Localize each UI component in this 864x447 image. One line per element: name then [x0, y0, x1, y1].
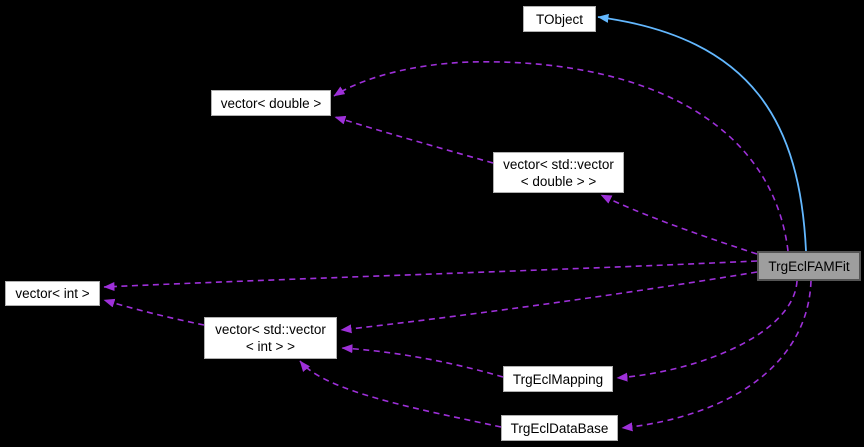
- edge-trgecldatabase-to-vector-vector-int: [299, 360, 502, 428]
- node-vector-vector-int-label: vector< std::vector < int > >: [215, 322, 326, 354]
- node-tobject[interactable]: TObject: [523, 6, 596, 32]
- node-trgeclmapping[interactable]: TrgEclMapping: [503, 366, 613, 392]
- edge-trgeclmapping-to-vector-vector-int: [341, 344, 504, 378]
- node-trgecldatabase-label: TrgEclDataBase: [510, 420, 609, 436]
- edge-trgeclfamfit-to-tobject: [597, 13, 807, 252]
- node-vector-vector-double[interactable]: vector< std::vector < double > >: [493, 152, 624, 193]
- node-trgeclfamfit-current: TrgEclFAMFit: [757, 251, 861, 281]
- node-vector-double-label: vector< double >: [220, 95, 322, 111]
- node-vector-double[interactable]: vector< double >: [211, 90, 331, 116]
- node-vector-int-label: vector< int >: [15, 286, 90, 301]
- edge-trgeclfamfit-to-vector-vector-int: [340, 271, 758, 334]
- node-trgeclmapping-label: TrgEclMapping: [512, 371, 604, 387]
- edge-trgeclfamfit-to-trgecldatabase: [621, 280, 812, 432]
- node-vector-vector-double-label: vector< std::vector < double > >: [503, 156, 614, 189]
- node-trgecldatabase[interactable]: TrgEclDataBase: [501, 415, 618, 441]
- edge-vector-vector-int-to-vector-int: [103, 298, 205, 326]
- node-trgeclfamfit-label: TrgEclFAMFit: [768, 258, 850, 274]
- node-vector-int[interactable]: vector< int >: [5, 281, 100, 306]
- node-vector-vector-int[interactable]: vector< std::vector < int > >: [204, 317, 337, 359]
- edge-trgeclfamfit-to-vector-vector-double: [600, 194, 758, 255]
- node-tobject-label: TObject: [535, 11, 584, 27]
- edge-trgeclfamfit-to-trgeclmapping: [616, 280, 798, 382]
- edge-vector-vector-double-to-vector-double: [334, 115, 494, 164]
- edge-trgeclfamfit-to-vector-int: [103, 260, 758, 292]
